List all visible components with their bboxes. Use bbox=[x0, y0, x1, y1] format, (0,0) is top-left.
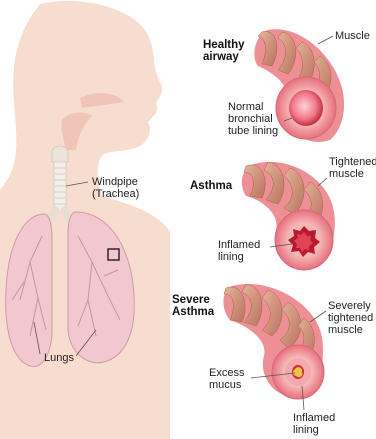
label-inflamed-lining-2: Inflamed lining bbox=[293, 412, 335, 436]
leader-tightened-muscle bbox=[318, 178, 327, 186]
label-lungs: Lungs bbox=[44, 352, 74, 364]
label-inflamed-lining-1: Inflamed lining bbox=[218, 239, 260, 263]
label-muscle: Muscle bbox=[335, 30, 370, 42]
label-normal-lining: Normal bronchial tube lining bbox=[228, 101, 278, 137]
label-asthma: Asthma bbox=[190, 180, 232, 192]
larynx bbox=[52, 146, 68, 162]
label-excess-mucus: Excess mucus bbox=[209, 367, 244, 391]
label-tightened-muscle: Tightened muscle bbox=[329, 156, 376, 180]
healthy-airway-lumen bbox=[289, 90, 323, 126]
label-windpipe: Windpipe (Trachea) bbox=[92, 176, 139, 200]
leader-muscle bbox=[318, 36, 333, 44]
label-healthy-airway: Healthy airway bbox=[203, 39, 245, 63]
label-severely-tightened-muscle: Severely tightened muscle bbox=[328, 300, 373, 336]
label-severe-asthma: Severe Asthma bbox=[172, 294, 214, 318]
